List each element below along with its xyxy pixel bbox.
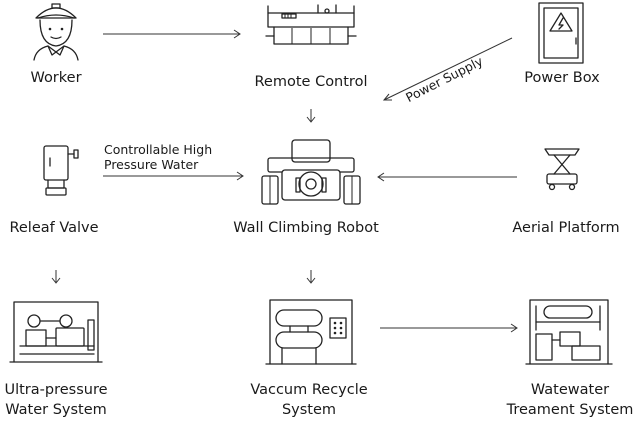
treatment-system-icon xyxy=(525,299,613,365)
node-label-wall-climbing-robot: Wall Climbing Robot xyxy=(233,220,379,236)
arrow-robot-to-vacuum xyxy=(306,270,316,284)
scissor-lift-icon xyxy=(544,148,580,191)
ultra-pressure-line2: Water System xyxy=(5,402,107,418)
node-label-wastewater: Watewater Treament System xyxy=(507,380,634,420)
high-pressure-line1: Controllable High xyxy=(104,142,213,157)
high-pressure-line2: Pressure Water xyxy=(104,157,199,172)
robot-icon xyxy=(261,139,361,205)
vacuum-system-icon xyxy=(265,299,357,365)
arrow-platform-to-robot xyxy=(377,172,517,182)
remote-control-icon xyxy=(265,4,357,45)
valve-icon xyxy=(43,145,79,196)
node-label-releaf-valve: Releaf Valve xyxy=(9,220,99,236)
vaccum-recycle-line2: System xyxy=(281,402,337,418)
arrow-powerbox-to-remote xyxy=(382,37,513,101)
ultra-pressure-line1: Ultra-pressure xyxy=(4,382,108,398)
arrow-valve-to-robot xyxy=(103,171,244,181)
node-label-power-box: Power Box xyxy=(524,70,600,86)
wastewater-line2: Treament System xyxy=(506,402,634,418)
arrow-remote-to-robot xyxy=(306,109,316,123)
node-label-remote-control: Remote Control xyxy=(254,74,368,90)
wastewater-line1: Watewater xyxy=(530,382,610,398)
arrow-worker-to-remote xyxy=(103,29,241,39)
node-label-worker: Worker xyxy=(30,70,82,86)
worker-icon xyxy=(33,3,79,61)
pump-system-icon xyxy=(9,301,103,363)
arrow-vacuum-to-treatment xyxy=(380,323,518,333)
edge-label-high-pressure: Controllable High Pressure Water xyxy=(104,142,212,172)
power-box-icon xyxy=(538,2,584,64)
node-label-ultra-pressure: Ultra-pressure Water System xyxy=(4,380,107,420)
arrow-valve-to-pump xyxy=(51,270,61,284)
node-label-aerial-platform: Aerial Platform xyxy=(512,220,620,236)
vaccum-recycle-line1: Vaccum Recycle xyxy=(250,382,368,398)
node-label-vaccum-recycle: Vaccum Recycle System xyxy=(250,380,367,420)
